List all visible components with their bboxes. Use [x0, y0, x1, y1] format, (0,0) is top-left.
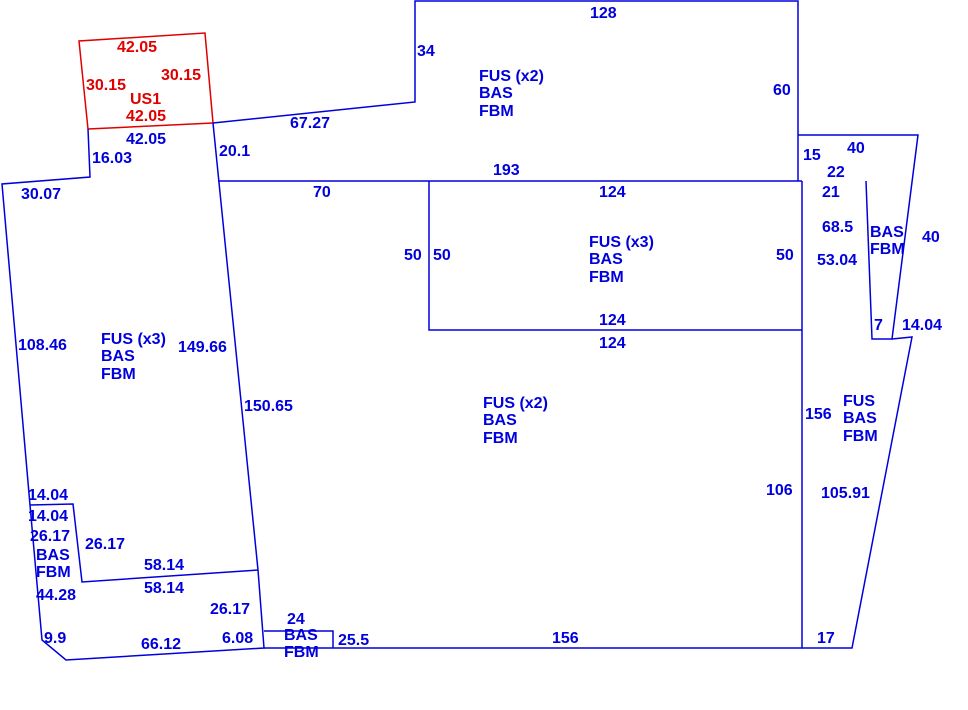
dim-label: 50: [433, 247, 451, 264]
dim-label: 7: [874, 317, 883, 334]
area-line: FUS (x3): [589, 234, 654, 251]
area-line: BAS: [36, 547, 70, 564]
top-block-outline: [212, 0, 799, 181]
area-line: FUS: [843, 393, 875, 410]
dim-label: 58.14: [144, 580, 184, 597]
area-line: BAS: [483, 412, 517, 429]
area-line: BAS: [870, 224, 904, 241]
area-line: BAS: [589, 251, 623, 268]
dim-label: 42.05: [126, 131, 166, 148]
area-line: FBM: [284, 644, 319, 661]
dim-label: 14.04: [28, 487, 68, 504]
main-block-outline: [264, 181, 803, 649]
dim-label: 58.14: [144, 557, 184, 574]
dim-label: 124: [599, 312, 626, 329]
area-line: FBM: [101, 366, 136, 383]
area-line: FBM: [483, 430, 518, 447]
dim-label: 66.12: [141, 636, 181, 653]
area-line: FUS (x3): [101, 331, 166, 348]
dim-label: 40: [847, 140, 865, 157]
dim-label: 124: [599, 184, 626, 201]
dim-label: 14.04: [28, 508, 68, 525]
area-label-top: FUS (x2) BAS FBM: [479, 68, 544, 120]
area-label-left-wing: FUS (x3) BAS FBM: [101, 331, 166, 383]
area-line: BAS: [479, 85, 513, 102]
dim-label: 6.08: [222, 630, 253, 647]
dim-label: 53.04: [817, 252, 857, 269]
dim-label: 44.28: [36, 587, 76, 604]
area-line: BAS: [284, 627, 318, 644]
inner-box: [428, 181, 802, 331]
upper-story-base: [87, 122, 214, 130]
upper-story-outline: [78, 32, 214, 130]
dim-label: 16.03: [92, 150, 132, 167]
dim-label: 68.5: [822, 219, 853, 236]
area-line: FBM: [36, 564, 71, 581]
dim-label: 60: [773, 82, 791, 99]
dim-label: 22: [827, 164, 845, 181]
dim-label: 193: [493, 162, 520, 179]
dim-label: 108.46: [18, 337, 67, 354]
small-bas-box: [29, 503, 259, 583]
dim-label: 9.9: [44, 630, 66, 647]
dim-label: 149.66: [178, 339, 227, 356]
dim-label: 15: [803, 147, 821, 164]
dim-label: 150.65: [244, 398, 293, 415]
area-label-right-narrow: BAS FBM: [870, 224, 905, 258]
us1-dim-top: 42.05: [117, 39, 157, 56]
dimension-labels: 42.05 16.03 20.1 30.07 67.27 34 128 60 1…: [18, 5, 942, 653]
dim-label: 106: [766, 482, 793, 499]
dim-label: 24: [287, 611, 305, 628]
dim-label: 14.04: [902, 317, 942, 334]
us1-dim-left: 30.15: [86, 77, 126, 94]
area-label-main: FUS (x2) BAS FBM: [483, 395, 548, 447]
right-lower-outline: [802, 336, 913, 649]
dim-label: 156: [805, 406, 832, 423]
dim-label: 26.17: [85, 536, 125, 553]
dim-label: 128: [590, 5, 617, 22]
area-line: FUS (x2): [479, 68, 544, 85]
area-label-bottom-small: BAS FBM: [284, 627, 319, 661]
area-label-small-left: BAS FBM: [36, 547, 71, 581]
area-line: BAS: [101, 348, 135, 365]
bottom-small-box: [264, 630, 334, 648]
dim-label: 50: [404, 247, 422, 264]
area-line: FUS (x2): [483, 395, 548, 412]
area-label-right: FUS BAS FBM: [843, 393, 878, 445]
left-wing-outline: [1, 122, 265, 661]
dim-label: 25.5: [338, 632, 369, 649]
us1-dim-bottom: 42.05: [126, 108, 166, 125]
area-line: FBM: [870, 241, 905, 258]
dim-label: 30.07: [21, 186, 61, 203]
dim-label: 67.27: [290, 115, 330, 132]
area-label-inner: FUS (x3) BAS FBM: [589, 234, 654, 286]
area-line: FBM: [843, 428, 878, 445]
dim-label: 34: [417, 43, 435, 60]
area-line: BAS: [843, 410, 877, 427]
dim-label: 26.17: [210, 601, 250, 618]
dim-label: 70: [313, 184, 331, 201]
area-line: FBM: [479, 103, 514, 120]
dim-label: 105.91: [821, 485, 870, 502]
us1-dim-right: 30.15: [161, 67, 201, 84]
us1-label: US1: [130, 91, 161, 108]
dim-label: 20.1: [219, 143, 250, 160]
area-line: FBM: [589, 269, 624, 286]
dim-label: 124: [599, 335, 626, 352]
dim-label: 50: [776, 247, 794, 264]
dim-label: 156: [552, 630, 579, 647]
dim-label: 17: [817, 630, 835, 647]
dim-label: 21: [822, 184, 840, 201]
dim-label: 40: [922, 229, 940, 246]
dim-label: 26.17: [30, 528, 70, 545]
